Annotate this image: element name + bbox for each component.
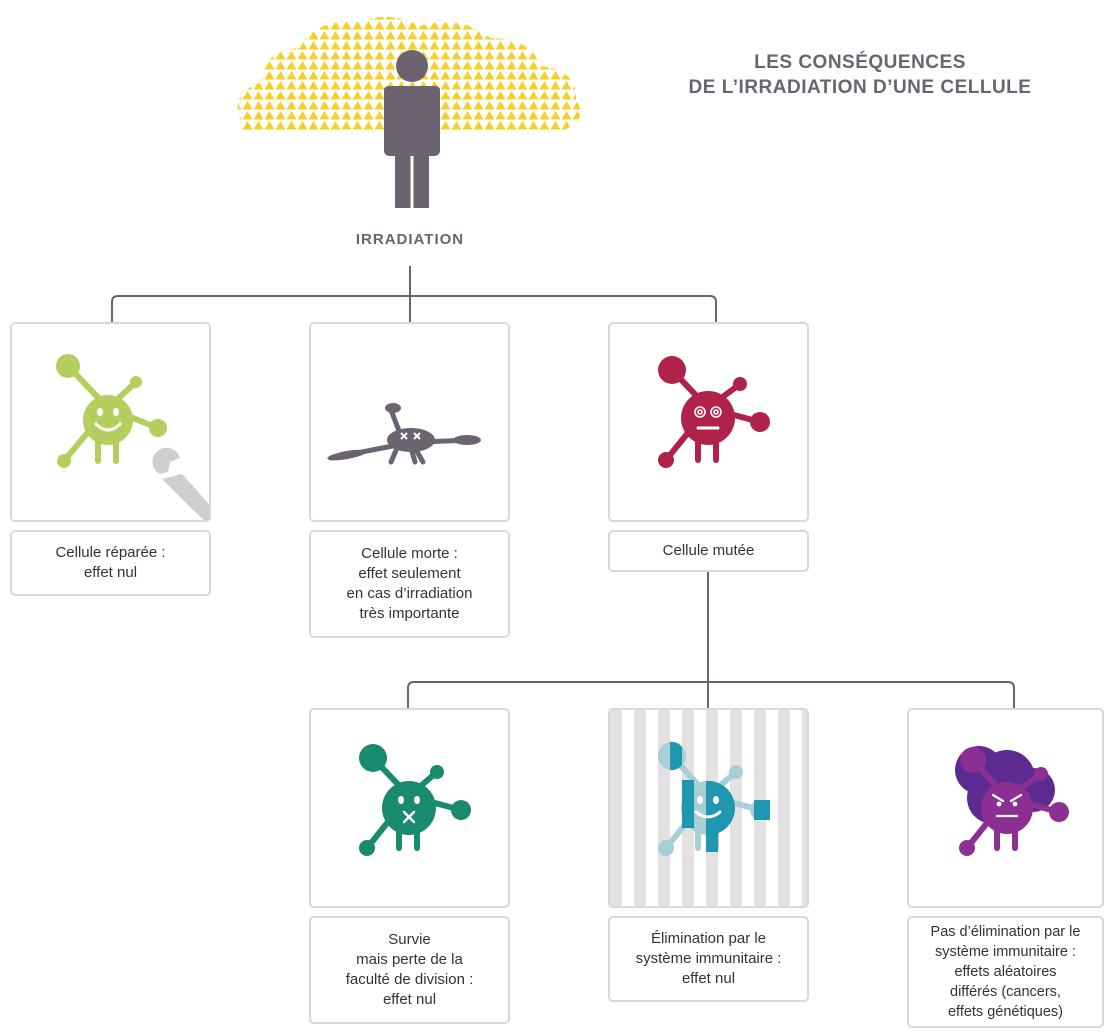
irradiation-figure — [237, 16, 581, 208]
outcome-card-dead — [309, 322, 510, 522]
caption-line: Cellule morte : — [361, 545, 458, 562]
caption-line: système immunitaire : — [635, 950, 782, 967]
caption-line: système immunitaire : — [934, 944, 1076, 960]
caption-line: effet nul — [382, 991, 437, 1008]
caption-line: Survie — [388, 931, 431, 948]
wrench-icon — [152, 447, 209, 520]
outcome-caption-dead: Cellule morte : effet seulement en cas d… — [309, 530, 510, 638]
cancer-cell-icon — [955, 746, 1069, 856]
dead-cell-icon — [327, 403, 481, 465]
outcome-card-eliminated — [608, 708, 809, 908]
caption-line: différés (cancers, — [950, 984, 1061, 1000]
outcome-card-mutated — [608, 322, 809, 522]
caption-line: Cellule mutée — [662, 542, 755, 559]
caption-line: Élimination par le — [650, 930, 767, 947]
diagram-title: LES CONSÉQUENCES DE L’IRRADIATION D’UNE … — [640, 50, 1080, 100]
caption-line: en cas d’irradiation — [346, 585, 473, 602]
caption-line: Pas d’élimination par le — [930, 924, 1081, 940]
repaired-cell-icon — [56, 354, 209, 520]
connector-level-2 — [407, 681, 1015, 708]
outcome-caption-mutated: Cellule mutée — [608, 530, 809, 572]
outcome-caption-repaired: Cellule réparée : effet nul — [10, 530, 211, 596]
caption-line: faculté de division : — [345, 971, 474, 988]
sterile-cell-icon — [359, 744, 471, 856]
caption-line: effet nul — [681, 970, 736, 987]
title-line-1: LES CONSÉQUENCES — [754, 52, 966, 73]
caption-line: très importante — [359, 605, 460, 622]
outcome-card-sterile — [309, 708, 510, 908]
irradiation-label: IRRADIATION — [355, 231, 465, 248]
caption-line: mais perte de la — [356, 951, 463, 968]
connector-level-1 — [111, 295, 717, 322]
outcome-card-repaired — [10, 322, 211, 522]
mutated-cell-icon — [658, 356, 770, 468]
caption-line: Cellule réparée : — [55, 544, 166, 561]
caption-line: effets génétiques) — [947, 1004, 1063, 1020]
outcome-caption-sterile: Survie mais perte de la faculté de divis… — [309, 916, 510, 1024]
outcome-caption-cancer: Pas d’élimination par le système immunit… — [907, 916, 1104, 1028]
title-line-2: DE L’IRRADIATION D’UNE CELLULE — [688, 77, 1032, 98]
caption-line: effets aléatoires — [954, 964, 1057, 980]
caption-line: effet seulement — [358, 565, 461, 582]
caption-line: effet nul — [83, 564, 138, 581]
outcome-caption-eliminated: Élimination par le système immunitaire :… — [608, 916, 809, 1002]
eliminated-cell-icon — [610, 710, 807, 906]
outcome-card-cancer — [907, 708, 1104, 908]
person-icon — [384, 50, 440, 208]
